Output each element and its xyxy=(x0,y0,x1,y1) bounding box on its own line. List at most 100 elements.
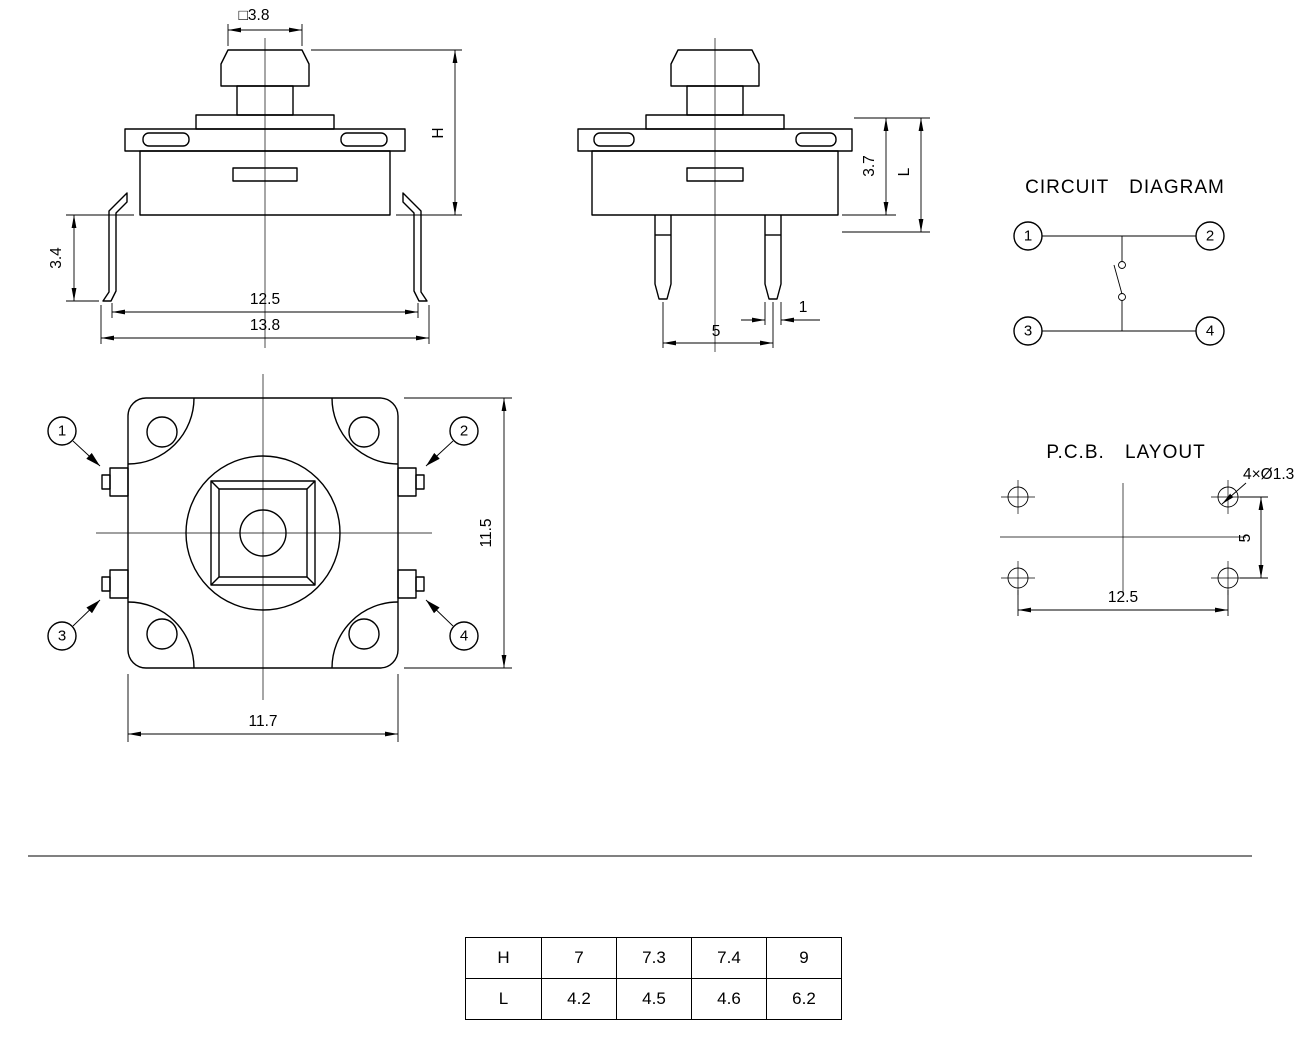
hole-note-label: 4×Ø1.3 xyxy=(1243,466,1294,483)
pin-left-bottom xyxy=(109,569,129,599)
pin-left-bottom-tab xyxy=(101,576,111,592)
callout-2-label: 2 xyxy=(460,423,468,440)
corner-arc-top-right xyxy=(331,397,399,465)
callout-arrow xyxy=(425,599,454,627)
dim-lead-length: 3.4 xyxy=(48,214,134,302)
dim-hole-pitch-h: 12.5 xyxy=(1017,589,1229,616)
pin-2-label: 2 xyxy=(1206,228,1214,245)
dim-hole-pitch-v-label: 5 xyxy=(1237,534,1254,543)
chamfer xyxy=(306,480,316,490)
pcb-layout: P.C.B. LAYOUT 4×Ø1.3 xyxy=(1000,442,1294,616)
circuit-diagram-title: CIRCUIT DIAGRAM xyxy=(1025,177,1225,198)
pin-right-bottom xyxy=(397,569,417,599)
table-cell: 4.6 xyxy=(691,978,767,1020)
table-row-H: H 7 7.3 7.4 9 xyxy=(465,937,842,979)
dim-cap-width-label: □3.8 xyxy=(239,7,270,24)
dim-lead-span-label: 12.5 xyxy=(250,291,280,308)
corner-arc-top-left xyxy=(127,397,195,465)
dim-total-height-label: H xyxy=(430,127,447,138)
callout-circle xyxy=(47,621,77,651)
table-cell: 7.4 xyxy=(691,937,767,979)
cover-dimple-right xyxy=(795,132,837,147)
pin-left-top xyxy=(109,467,129,497)
callout-3-label: 3 xyxy=(58,628,66,645)
body xyxy=(591,150,839,216)
pin-right xyxy=(764,215,782,300)
lead-right xyxy=(402,192,428,302)
actuator-square-outer xyxy=(210,480,316,586)
dim-lead-span: 12.5 xyxy=(111,291,419,318)
mount-hole xyxy=(348,618,380,650)
actuator-square-inner xyxy=(218,488,308,578)
dim-pin-pitch-label: 5 xyxy=(712,323,721,340)
chamfer xyxy=(210,576,220,586)
dim-overall-width: 13.8 xyxy=(100,305,430,344)
leader-arrow xyxy=(1221,482,1247,505)
callout-circle xyxy=(47,416,77,446)
dim-lead-length-label: 3.4 xyxy=(48,247,65,269)
callout-1: 1 xyxy=(47,416,101,467)
button-cap xyxy=(220,49,310,87)
callout-circle xyxy=(449,416,479,446)
pin-4-label: 4 xyxy=(1206,323,1214,340)
chamfer xyxy=(210,480,220,490)
lead-left xyxy=(102,192,128,302)
spec-table: H 7 7.3 7.4 9 L 4.2 4.5 4.6 6.2 xyxy=(465,937,842,1020)
table-cell-label: H xyxy=(465,937,542,979)
callout-circle xyxy=(449,621,479,651)
contact-base xyxy=(686,167,744,182)
table-cell: 6.2 xyxy=(766,978,842,1020)
side-view: 3.7 L 1 5 xyxy=(577,38,930,352)
table-cell: 9 xyxy=(766,937,842,979)
dim-L-label: L xyxy=(896,167,913,176)
pin-left xyxy=(654,215,672,300)
table-cell: 7 xyxy=(541,937,617,979)
cover-dimple-left xyxy=(593,132,635,147)
pin-3-label: 3 xyxy=(1024,323,1032,340)
dim-body-width-label: 11.7 xyxy=(248,713,277,730)
table-cell-label: L xyxy=(465,978,542,1020)
dim-body-height-label: 3.7 xyxy=(861,155,878,177)
pcb-hole-1 xyxy=(1001,480,1035,514)
pin-left-top-tab xyxy=(101,474,111,490)
chamfer xyxy=(306,576,316,586)
circuit-diagram: CIRCUIT DIAGRAM 1 2 3 4 xyxy=(1013,177,1225,346)
table-cell: 4.5 xyxy=(616,978,692,1020)
corner-arc-bottom-right xyxy=(331,601,399,669)
callout-4: 4 xyxy=(425,599,479,651)
contact-top xyxy=(1118,261,1126,269)
pcb-hole-2 xyxy=(1211,480,1245,514)
top-view: 1 2 3 4 11.5 11.7 xyxy=(47,374,512,742)
callout-4-label: 4 xyxy=(460,628,468,645)
hole-note: 4×Ø1.3 xyxy=(1221,466,1294,505)
cover-dimple-right xyxy=(340,132,388,147)
cover-dimple-left xyxy=(142,132,190,147)
pcb-layout-title: P.C.B. LAYOUT xyxy=(1046,442,1205,463)
front-view: □3.8 H 3.4 12.5 13.8 xyxy=(48,7,462,348)
switch-lever xyxy=(1113,264,1123,295)
callout-3: 3 xyxy=(47,599,101,651)
contact-bottom xyxy=(1118,293,1126,301)
mount-hole xyxy=(348,416,380,448)
plunger xyxy=(239,509,287,557)
dim-L: L xyxy=(842,118,930,233)
pin-1-label: 1 xyxy=(1024,228,1032,245)
pcb-hole-3 xyxy=(1001,561,1035,595)
callout-arrow xyxy=(72,599,101,627)
dim-total-height: H xyxy=(311,49,462,216)
dim-body-width: 11.7 xyxy=(127,674,399,742)
dim-hole-pitch-v: 5 xyxy=(1237,496,1268,579)
mount-hole xyxy=(146,416,178,448)
corner-arc-bottom-left xyxy=(127,601,195,669)
pin-right-top xyxy=(397,467,417,497)
dim-pin-pitch: 5 xyxy=(662,302,774,348)
callout-arrow xyxy=(425,440,454,467)
body-outline xyxy=(127,397,399,669)
dim-overall-width-label: 13.8 xyxy=(250,317,280,334)
callout-1-label: 1 xyxy=(58,423,66,440)
table-cell: 7.3 xyxy=(616,937,692,979)
table-cell: 4.2 xyxy=(541,978,617,1020)
pin-right-bottom-tab xyxy=(415,576,425,592)
